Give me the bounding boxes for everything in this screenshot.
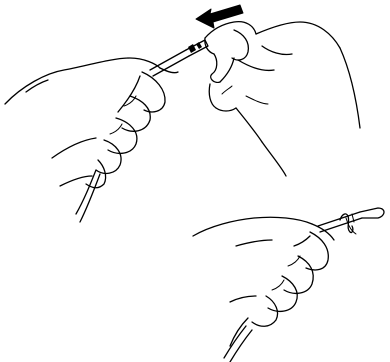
tube-band-2 — [196, 42, 202, 49]
holding-hand — [193, 217, 334, 346]
tube — [150, 40, 208, 76]
panel-step-1 — [5, 5, 360, 222]
direction-arrow-icon — [196, 5, 243, 28]
panel-step-2 — [193, 208, 384, 362]
tied-tube-tip — [318, 208, 384, 234]
left-hand — [5, 58, 178, 188]
right-hand — [205, 22, 360, 176]
